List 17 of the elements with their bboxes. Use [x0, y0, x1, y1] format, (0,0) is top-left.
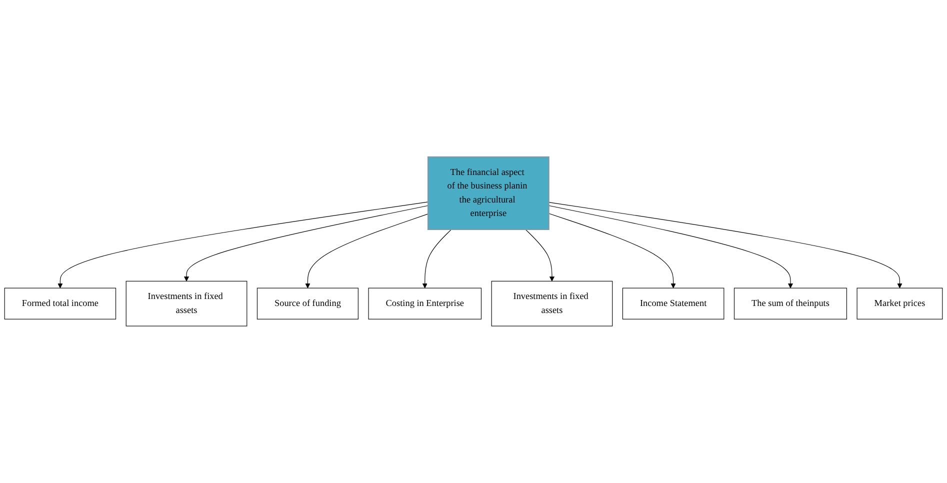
node-box: Investments in fixed assets	[491, 280, 613, 326]
node-box: The financial aspect of the business planin the agricultural enterprise	[427, 156, 550, 230]
node-box: Source of funding	[256, 288, 358, 320]
node-box: Formed total income	[4, 288, 116, 320]
node-box: Investments in fixed assets	[126, 280, 248, 326]
arrow	[548, 213, 676, 288]
node-box: Costing in Enterprise	[368, 288, 482, 320]
arrow	[525, 229, 554, 282]
arrow	[305, 214, 428, 288]
arrow	[548, 202, 902, 288]
arrow	[58, 202, 428, 288]
arrow	[422, 229, 452, 288]
node-box: Market prices	[856, 288, 943, 320]
arrow	[548, 205, 793, 288]
node-box: Income Statement	[622, 288, 724, 320]
node-box: The sum of theinputs	[734, 288, 847, 320]
arrow	[184, 205, 428, 282]
